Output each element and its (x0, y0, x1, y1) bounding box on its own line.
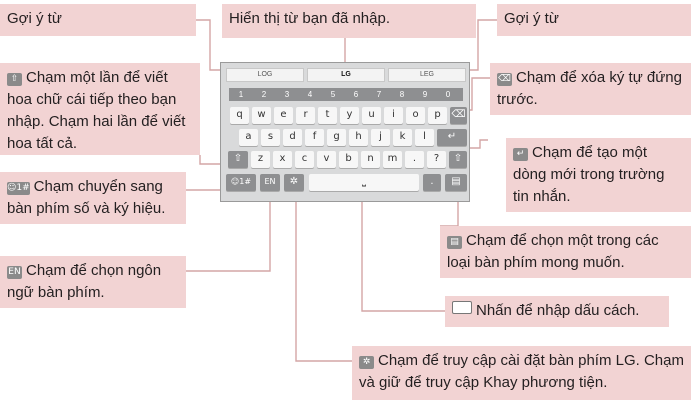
key-c[interactable]: c (295, 151, 314, 168)
key-h[interactable]: h (349, 129, 368, 146)
delete-icon: ⌫ (497, 73, 512, 86)
number-key[interactable]: 7 (376, 90, 382, 99)
key-y[interactable]: y (340, 107, 359, 124)
key-k[interactable]: k (393, 129, 412, 146)
number-key[interactable]: 5 (330, 90, 336, 99)
key-r[interactable]: r (296, 107, 315, 124)
key-q[interactable]: q (230, 107, 249, 124)
key-b[interactable]: b (339, 151, 358, 168)
enter-key[interactable]: ↵ (437, 129, 467, 146)
shift-key[interactable]: ⇧ (228, 151, 248, 168)
space-icon (452, 301, 472, 314)
key-d[interactable]: d (283, 129, 302, 146)
keyboard: LOG LG LEG 1 2 3 4 5 6 7 8 9 0 q w e r t… (220, 62, 470, 202)
key-w[interactable]: w (252, 107, 271, 124)
settings-icon: ✲ (359, 356, 374, 369)
symbols-icon: ☺1# (7, 182, 30, 195)
enter-icon: ↵ (513, 148, 528, 161)
key-g[interactable]: g (327, 129, 346, 146)
key-i[interactable]: i (384, 107, 403, 124)
symbols-key[interactable]: ☺1# (226, 174, 256, 191)
shift-right-key[interactable]: ⇧ (449, 151, 467, 168)
key-a[interactable]: a (239, 129, 258, 146)
callout-text: Hiển thị từ bạn đã nhập. (229, 10, 390, 27)
callout-symbols: ☺1#Chạm chuyển sang bàn phím số và ký hi… (0, 172, 186, 224)
suggestion-left[interactable]: LOG (226, 68, 304, 82)
number-key[interactable]: 2 (261, 90, 267, 99)
callout-shift: ⇧Chạm một lần để viết hoa chữ cái tiếp t… (0, 63, 200, 155)
language-icon: EN (7, 266, 22, 279)
suggestion-right[interactable]: LEG (388, 68, 466, 82)
callout-keyboard-mode: ▤Chạm để chọn một trong các loại bàn phí… (440, 226, 691, 278)
keyboard-mode-key[interactable]: ▤ (445, 174, 467, 191)
number-key[interactable]: 9 (422, 90, 428, 99)
key-question[interactable]: ? (427, 151, 446, 168)
space-key[interactable]: ⎵ (309, 174, 419, 191)
number-key[interactable]: 4 (307, 90, 313, 99)
shift-icon: ⇧ (7, 73, 22, 86)
callout-text: Gợi ý từ (504, 10, 559, 27)
key-n[interactable]: n (361, 151, 380, 168)
key-p[interactable]: p (428, 107, 447, 124)
key-v[interactable]: v (317, 151, 336, 168)
delete-key[interactable]: ⌫ (450, 107, 467, 124)
key-x[interactable]: x (273, 151, 292, 168)
callout-typed-display: Hiển thị từ bạn đã nhập. (222, 4, 476, 38)
language-key[interactable]: EN (260, 174, 280, 191)
number-row: 1 2 3 4 5 6 7 8 9 0 (229, 88, 463, 101)
callout-text: Nhấn để nhập dấu cách. (476, 302, 640, 319)
callout-suggest-left: Gợi ý từ (0, 4, 196, 36)
callout-text: Chạm để tạo một dòng mới trong trường ti… (513, 144, 665, 205)
callout-text: Gợi ý từ (7, 10, 62, 27)
key-e[interactable]: e (274, 107, 293, 124)
key-j[interactable]: j (371, 129, 390, 146)
callout-text: Chạm để chọn một trong các loại bàn phím… (447, 232, 659, 271)
callout-suggest-right: Gợi ý từ (497, 4, 691, 36)
number-key[interactable]: 1 (238, 90, 244, 99)
period-key[interactable]: . (423, 174, 441, 191)
key-o[interactable]: o (406, 107, 425, 124)
settings-key[interactable]: ✲ (284, 174, 304, 191)
keyboard-mode-icon: ▤ (447, 236, 462, 249)
suggestion-typed[interactable]: LG (307, 68, 385, 82)
callout-text: Chạm chuyển sang bàn phím số và ký hiệu. (7, 178, 166, 217)
callout-text: Chạm để chọn ngôn ngữ bàn phím. (7, 262, 162, 301)
number-key[interactable]: 6 (353, 90, 359, 99)
key-z[interactable]: z (251, 151, 270, 168)
number-key[interactable]: 0 (445, 90, 451, 99)
callout-text: Chạm để xóa ký tự đứng trước. (497, 69, 682, 108)
callout-enter: ↵Chạm để tạo một dòng mới trong trường t… (506, 138, 691, 212)
key-l[interactable]: l (415, 129, 434, 146)
key-u[interactable]: u (362, 107, 381, 124)
key-f[interactable]: f (305, 129, 324, 146)
number-key[interactable]: 8 (399, 90, 405, 99)
callout-text: Chạm một lần để viết hoa chữ cái tiếp th… (7, 69, 186, 152)
key-m[interactable]: m (383, 151, 402, 168)
callout-text: Chạm để truy cập cài đặt bàn phím LG. Ch… (359, 352, 684, 391)
callout-settings: ✲Chạm để truy cập cài đặt bàn phím LG. C… (352, 346, 691, 400)
number-key[interactable]: 3 (284, 90, 290, 99)
key-t[interactable]: t (318, 107, 337, 124)
key-period[interactable]: . (405, 151, 424, 168)
key-s[interactable]: s (261, 129, 280, 146)
callout-space: Nhấn để nhập dấu cách. (445, 296, 669, 327)
callout-delete: ⌫Chạm để xóa ký tự đứng trước. (490, 63, 691, 115)
